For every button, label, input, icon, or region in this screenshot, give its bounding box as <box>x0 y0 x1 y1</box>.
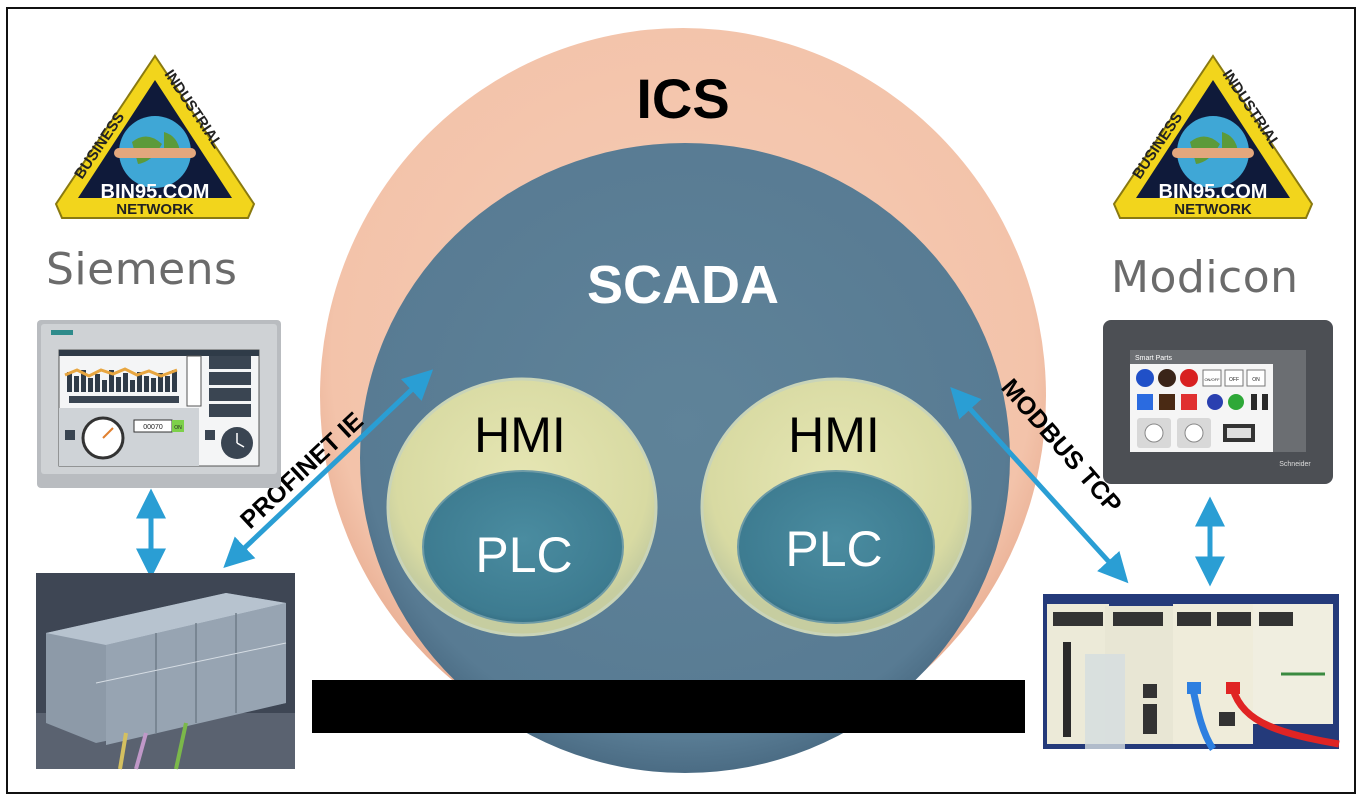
hmi-left-label: HMI <box>474 407 566 463</box>
modicon-hmi-brand: Schneider <box>1279 461 1311 468</box>
modicon-hmi-button-2: OFF <box>1229 377 1239 383</box>
profinet-arrow <box>223 369 434 569</box>
svg-text:NETWORK: NETWORK <box>116 201 194 218</box>
siemens-hmi-readout: 00070 <box>143 424 163 431</box>
modicon-hmi-button-3: ON <box>1252 377 1260 383</box>
siemens-hmi-panel: 00070 ON <box>37 320 281 488</box>
bin95-logo-left: BIN95.COM NETWORK BUSINESS INDUSTRIAL <box>54 54 256 219</box>
scada-label: SCADA <box>587 255 779 315</box>
bin95-logo-right: BIN95.COM NETWORK BUSINESS INDUSTRIAL <box>1112 54 1314 219</box>
siemens-vendor-label: Siemens <box>46 244 238 295</box>
siemens-plc-photo <box>36 573 295 770</box>
plc-left-label: PLC <box>475 527 572 583</box>
svg-text:BIN95.COM: BIN95.COM <box>1159 181 1268 203</box>
plc-right-ellipse <box>737 470 935 624</box>
plc-right-label: PLC <box>785 521 882 577</box>
ics-label: ICS <box>636 67 729 130</box>
modicon-hmi-title: Smart Parts <box>1135 355 1172 362</box>
modicon-plc-photo <box>1043 594 1340 751</box>
modicon-vendor-label: Modicon <box>1111 252 1299 303</box>
modicon-hmi-panel: Smart Parts ON/OFF OFF ON Schneider <box>1103 320 1333 484</box>
svg-text:NETWORK: NETWORK <box>1174 201 1252 218</box>
svg-text:BIN95.COM: BIN95.COM <box>101 181 210 203</box>
hmi-right-label: HMI <box>788 407 880 463</box>
modicon-hmi-button-1: ON/OFF <box>1204 377 1220 382</box>
modbus-arrow <box>950 387 1129 584</box>
redaction-bar <box>312 680 1025 733</box>
siemens-hmi-on-button: ON <box>174 425 182 431</box>
